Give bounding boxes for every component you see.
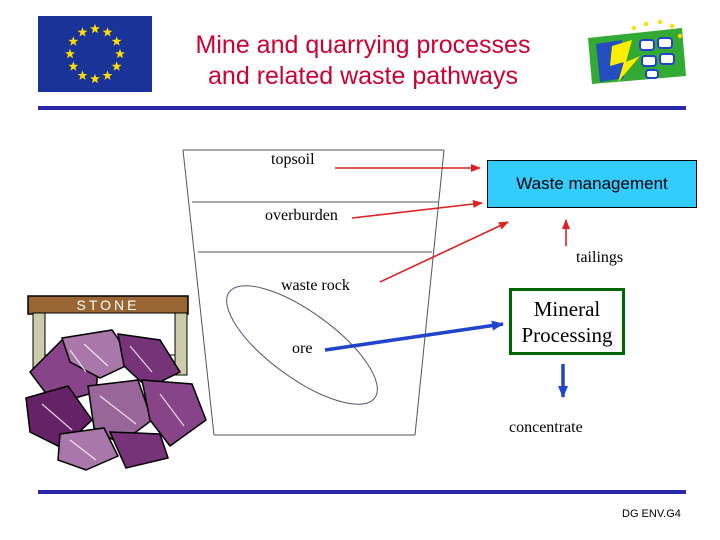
- eu-star-icon: [68, 61, 79, 71]
- eu-star-icon: [90, 23, 100, 34]
- life-logo-icon: [582, 16, 690, 90]
- eu-star-icon: [115, 48, 125, 59]
- eu-star-icon: [77, 70, 88, 80]
- top-divider: [38, 106, 686, 110]
- mineral-processing-line-1: Mineral: [533, 296, 601, 321]
- stone-sign: STONE: [76, 297, 140, 313]
- ore-arrow: [324, 320, 504, 352]
- waste-management-box: Waste management: [487, 160, 697, 208]
- tailings-label: tailings: [576, 249, 624, 266]
- eu-star-icon: [111, 36, 122, 46]
- title-line-1: Mine and quarrying processes: [195, 31, 531, 59]
- eu-star-icon: [102, 27, 113, 37]
- eu-star-icon: [68, 36, 79, 46]
- footer-text: DG ENV.G4: [622, 508, 681, 520]
- pit-outline: [182, 149, 445, 436]
- ore-body-outline: [226, 285, 378, 405]
- overburden-arrow: [351, 200, 483, 219]
- topsoil-label: topsoil: [271, 151, 315, 168]
- eu-star-icon: [111, 61, 122, 71]
- waste-rock-arrow: [379, 221, 509, 283]
- page-title: Mine and quarrying processes and related…: [160, 30, 566, 92]
- eu-star-icon: [102, 70, 113, 80]
- concentrate-label: concentrate: [509, 419, 583, 436]
- waste-management-label: Waste management: [516, 174, 668, 193]
- eu-star-icon: [77, 27, 88, 37]
- eu-flag-icon: [38, 16, 152, 92]
- ore-label: ore: [292, 340, 313, 357]
- eu-star-icon: [65, 48, 75, 59]
- overburden-label: overburden: [265, 207, 338, 224]
- mineral-processing-box: Mineral Processing: [509, 288, 625, 355]
- eu-star-icon: [90, 73, 100, 84]
- title-line-2: and related waste pathways: [208, 62, 518, 90]
- stone-pile-icon: [25, 295, 207, 471]
- bottom-divider: [38, 490, 686, 494]
- waste-rock-label: waste rock: [281, 277, 350, 294]
- mineral-processing-line-2: Processing: [521, 322, 613, 347]
